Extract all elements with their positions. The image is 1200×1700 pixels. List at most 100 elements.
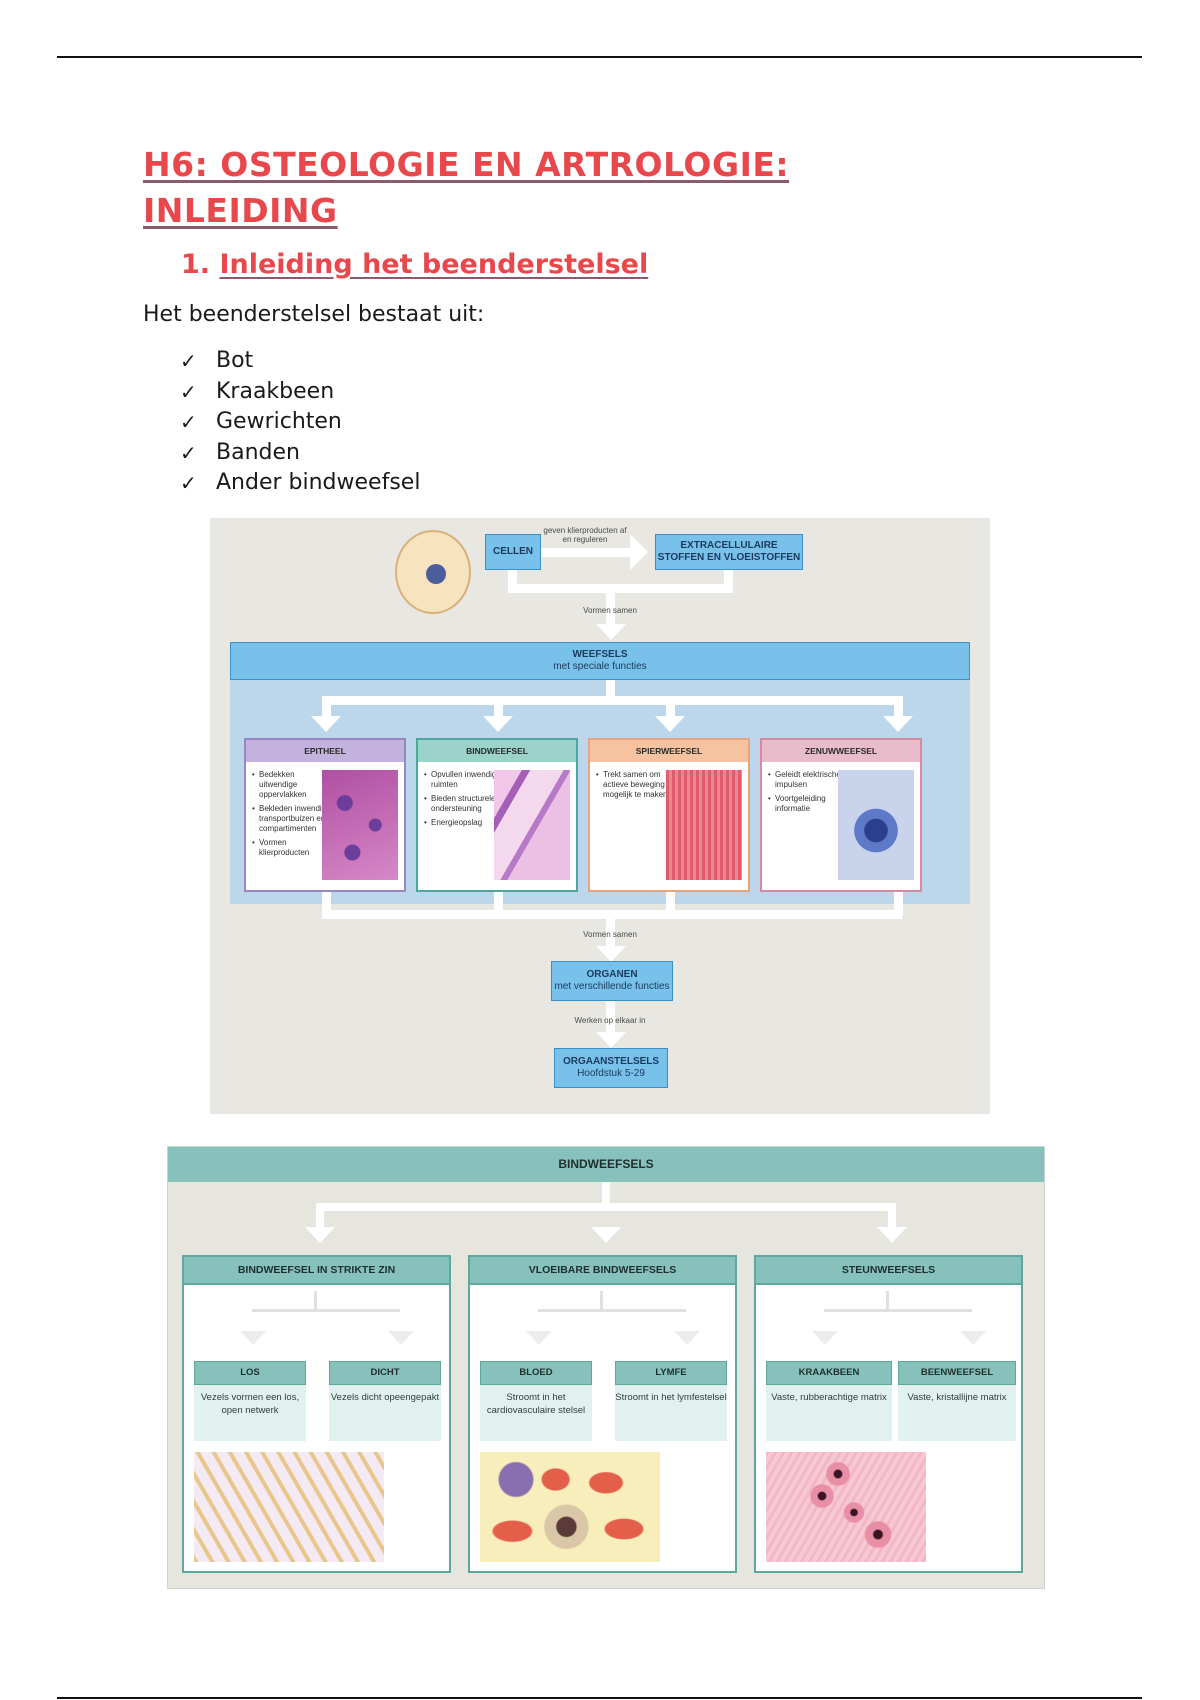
flow-line: [606, 1001, 615, 1035]
list-item: ✓Ander bindweefsel: [180, 468, 420, 499]
checkmark-icon: ✓: [180, 410, 197, 434]
subtype-los: LOS Vezels vormen een los, open netwerk: [194, 1361, 306, 1441]
flow-line: [314, 1291, 317, 1309]
los-bindweefsel-illustration: [194, 1452, 384, 1562]
flow-line: [600, 1291, 603, 1309]
subtype-lymfe: LYMFE Stroomt in het lymfestelsel: [615, 1361, 727, 1441]
bindweefsel-micrograph: [494, 770, 570, 880]
flow-label: geven klierproducten af en reguleren: [543, 526, 627, 544]
list-item: ✓ Bot: [180, 346, 420, 377]
flow-line: [824, 1309, 972, 1312]
checkmark-icon: ✓: [180, 379, 197, 404]
subtype-desc: Vezels vormen een los, open netwerk: [194, 1385, 306, 1441]
intro-text: Het beenderstelsel bestaat uit:: [143, 302, 485, 327]
header-rule: [57, 56, 1142, 58]
list-item-label: Bot: [216, 348, 254, 373]
tissue-bullet: Geleidt elektrische impulsen: [768, 770, 848, 790]
subtype-title: LOS: [194, 1361, 306, 1385]
flow-line: [602, 1182, 610, 1210]
figure-title: BINDWEEFSELS: [168, 1147, 1044, 1182]
subtype-desc: Vezels dicht opeengepakt: [329, 1385, 441, 1441]
flow-line: [508, 584, 733, 593]
arrow-down-icon: [596, 624, 626, 640]
list-item-label: Gewrichten: [216, 409, 342, 434]
arrow-down-icon: [591, 1227, 621, 1243]
tissue-bullet: Voortgeleiding informatie: [768, 794, 848, 814]
flow-line: [494, 892, 503, 916]
section-title: Inleiding het beenderstelsel: [219, 249, 649, 280]
tissue-bullet: Energieopslag: [424, 818, 504, 828]
column-title: BINDWEEFSEL IN STRIKTE ZIN: [184, 1257, 449, 1285]
list-item: ✓ Kraakbeen: [180, 377, 420, 408]
tissue-hierarchy-figure: CELLEN geven klierproducten af en regule…: [210, 518, 990, 1114]
tissue-bullet: Opvullen inwendige ruimten: [424, 770, 504, 790]
subtype-title: BEENWEEFSEL: [898, 1361, 1016, 1385]
section-heading: 1. Inleiding het beenderstelsel: [181, 249, 648, 280]
arrow-down-icon: [596, 946, 626, 962]
section-number: 1.: [181, 249, 211, 280]
arrow-down-icon: [526, 1331, 552, 1345]
tissue-card-zenuwweefsel: ZENUWWEEFSEL Geleidt elektrische impulse…: [760, 738, 922, 892]
tissue-bullet: Trekt samen om actieve beweging mogelijk…: [596, 770, 676, 800]
list-item: ✓ Banden: [180, 438, 420, 469]
nucleus: [426, 564, 446, 584]
flow-line: [666, 892, 675, 916]
tissue-bullet: Bieden structurele ondersteuning: [424, 794, 504, 814]
arrow-down-icon: [812, 1331, 838, 1345]
cell-illustration: [395, 530, 471, 614]
subtype-dicht: DICHT Vezels dicht opeengepakt: [329, 1361, 441, 1441]
arrow-down-icon: [655, 716, 685, 732]
bloed-illustration: [480, 1452, 660, 1562]
flow-line: [606, 680, 615, 696]
footer-rule: [57, 1697, 1142, 1699]
subtype-desc: Stroomt in het cardiovasculaire stelsel: [480, 1385, 592, 1441]
list-item-label: Kraakbeen: [216, 378, 335, 404]
flow-line: [316, 1203, 324, 1229]
subtype-title: KRAAKBEEN: [766, 1361, 892, 1385]
subtype-title: DICHT: [329, 1361, 441, 1385]
list-item: ✓ Gewrichten: [180, 407, 420, 438]
tissue-title: EPITHEEL: [246, 740, 404, 762]
arrow-down-icon: [596, 1032, 626, 1048]
bindweefsels-figure: BINDWEEFSELS BINDWEEFSEL IN STRIKTE ZIN …: [167, 1146, 1045, 1589]
kraakbeen-illustration: [766, 1452, 926, 1562]
flow-line: [508, 570, 517, 592]
arrow-down-icon: [483, 716, 513, 732]
page-title: H6: OSTEOLOGIE EN ARTROLOGIE: INLEIDING: [143, 145, 790, 230]
cellen-box: CELLEN: [485, 534, 541, 570]
flow-line: [894, 892, 903, 916]
flow-line: [886, 1291, 889, 1309]
arrow-down-icon: [877, 1227, 907, 1243]
subtype-title: BLOED: [480, 1361, 592, 1385]
arrow-right-icon: [630, 534, 648, 570]
flow-label: Vormen samen: [583, 606, 637, 615]
arrow-down-icon: [883, 716, 913, 732]
flow-line: [316, 1203, 896, 1211]
checklist: ✓ Bot ✓ Kraakbeen ✓ Gewrichten ✓ Banden ✓And…: [180, 346, 420, 499]
flow-label: Vormen samen: [583, 930, 637, 939]
column-vloeibare: VLOEIBARE BINDWEEFSELS BLOED Stroomt in …: [468, 1255, 737, 1573]
flow-label: Werken op elkaar in: [574, 1016, 646, 1025]
flow-line: [322, 892, 331, 916]
spierweefsel-micrograph: [666, 770, 742, 880]
subtype-kraakbeen: KRAAKBEEN Vaste, rubberachtige matrix: [766, 1361, 892, 1441]
subtype-desc: Vaste, rubberachtige matrix: [766, 1385, 892, 1441]
tissue-title: ZENUWWEEFSEL: [762, 740, 920, 762]
subtype-desc: Vaste, kristallijne matrix: [898, 1385, 1016, 1441]
checkmark-icon: ✓: [180, 349, 197, 373]
column-strikte-zin: BINDWEEFSEL IN STRIKTE ZIN LOS Vezels vo…: [182, 1255, 451, 1573]
checkmark-icon: ✓: [180, 471, 197, 495]
list-item-label: Banden: [216, 439, 300, 465]
tissue-title: SPIERWEEFSEL: [590, 740, 748, 762]
checkmark-icon: ✓: [180, 440, 197, 465]
column-title: STEUNWEEFSELS: [756, 1257, 1021, 1285]
arrow-down-icon: [960, 1331, 986, 1345]
zenuwweefsel-micrograph: [838, 770, 914, 880]
flow-line: [322, 696, 902, 705]
tissue-card-epitheel: EPITHEEL Bedekken uitwendige oppervlakke…: [244, 738, 406, 892]
epitheel-micrograph: [322, 770, 398, 880]
